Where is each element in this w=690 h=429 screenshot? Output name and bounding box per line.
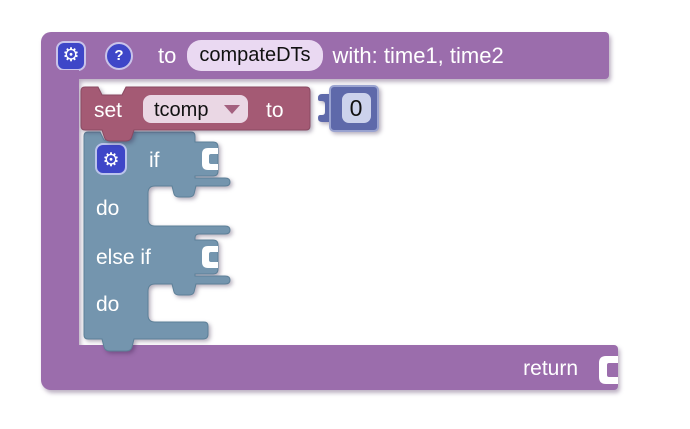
set-label: set (94, 99, 122, 122)
else-if-label: else if (96, 246, 151, 269)
if-condition-socket[interactable] (202, 148, 218, 170)
return-label: return (523, 357, 578, 380)
variable-name[interactable]: tcomp (154, 99, 208, 121)
mutator-gear-button[interactable]: ⚙ (56, 40, 86, 71)
procedure-params-label: with: time1, time2 (332, 42, 504, 68)
if-block[interactable]: ⚙ if do else if do (80, 128, 240, 360)
procedure-name-field[interactable]: compateDTs (187, 40, 323, 71)
help-button[interactable]: ? (105, 41, 133, 70)
elseif-condition-socket[interactable] (202, 246, 218, 268)
number-field[interactable] (342, 93, 371, 123)
number-block[interactable]: 0 (310, 84, 382, 134)
procedure-header[interactable]: ⚙ ? to compateDTs with: time1, time2 (41, 32, 609, 79)
socket-cut (599, 356, 618, 384)
gear-icon: ⚙ (62, 45, 80, 66)
set-variable-block[interactable]: set tcomp to (78, 84, 388, 146)
return-value-socket[interactable] (594, 351, 618, 389)
gear-icon: ⚙ (102, 150, 119, 171)
number-value[interactable]: 0 (350, 95, 363, 121)
variable-dropdown[interactable] (143, 95, 248, 123)
if-mutator-gear-button[interactable] (95, 143, 127, 175)
procedure-footer (41, 345, 618, 390)
procedure-left-spine (41, 70, 79, 360)
number-block-plug (318, 94, 330, 122)
to-label: to (266, 99, 284, 122)
dropdown-arrow-icon[interactable] (224, 105, 240, 114)
do-label: do (96, 197, 119, 220)
to-label: to (158, 42, 177, 68)
if-label: if (149, 149, 160, 172)
do2-label: do (96, 293, 119, 316)
if-block-outline[interactable] (83, 131, 231, 352)
question-icon: ? (114, 47, 124, 64)
